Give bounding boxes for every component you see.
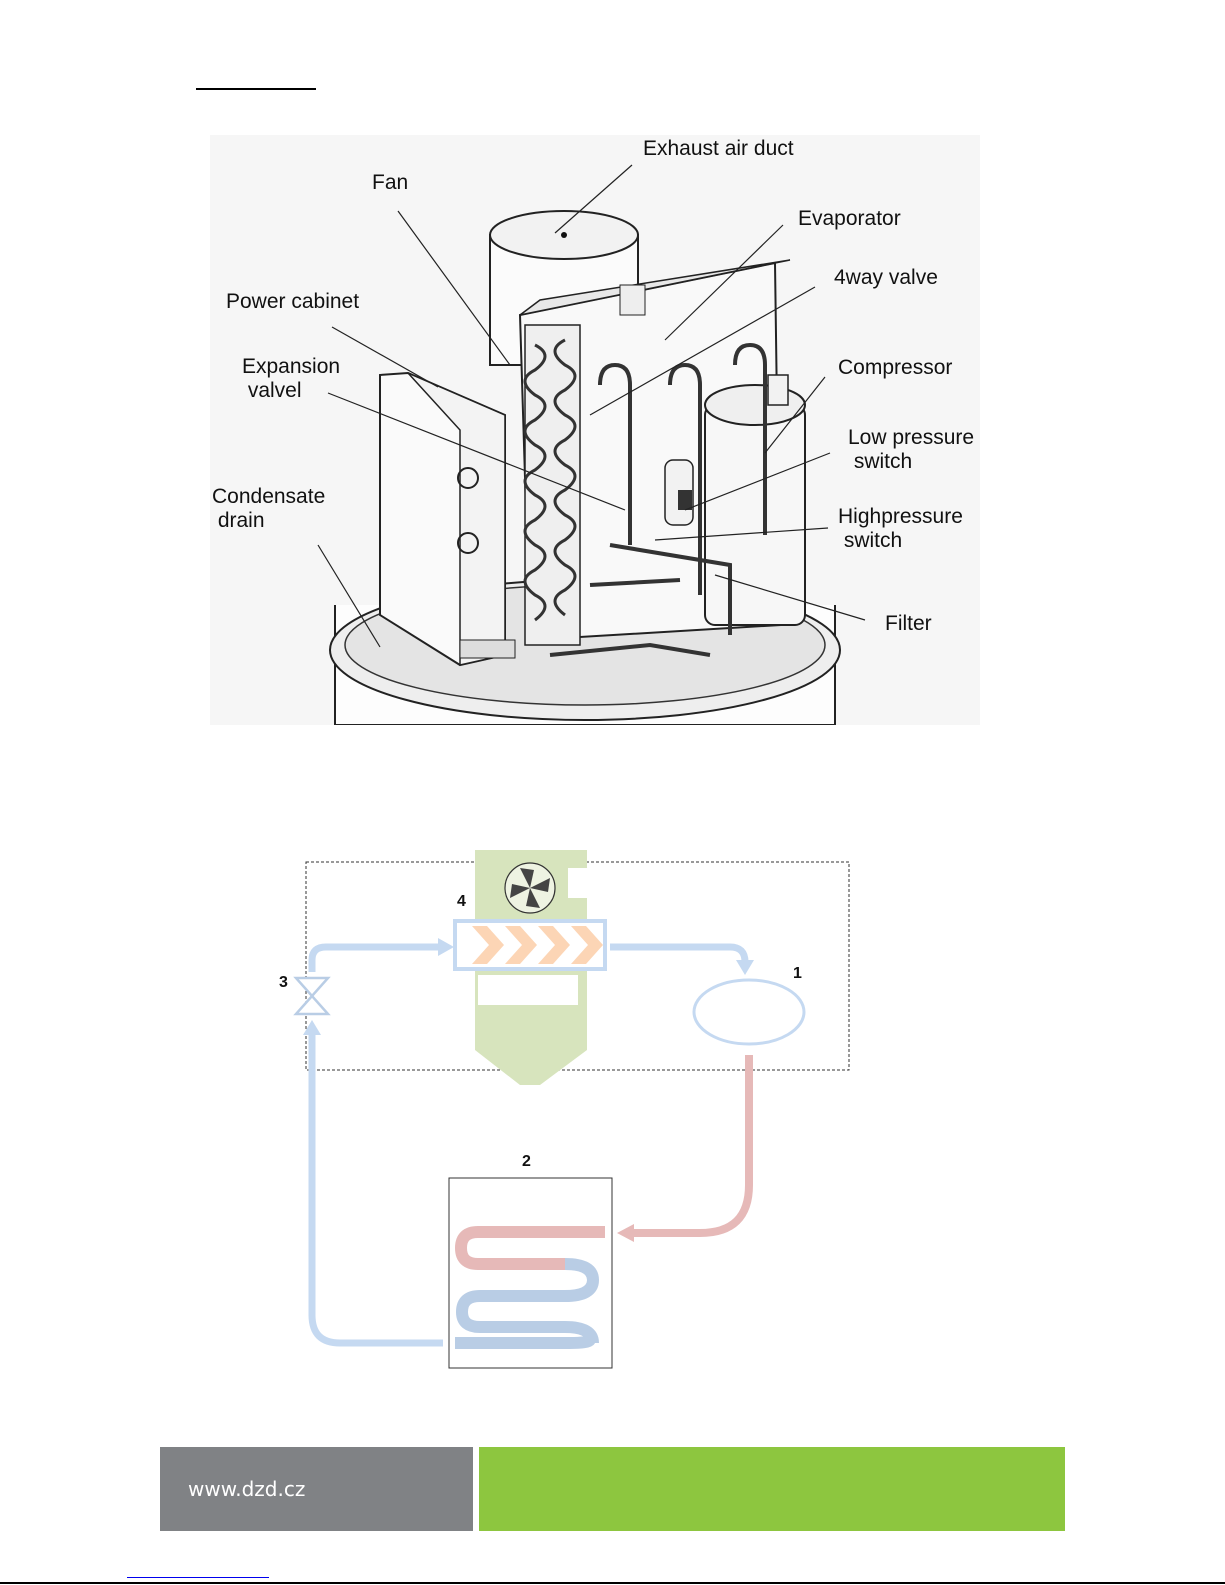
footer-url[interactable]: www.dzd.cz <box>188 1477 305 1501</box>
label-number-1: 1 <box>793 965 802 983</box>
label-number-2: 2 <box>522 1153 531 1171</box>
footer-grey-bar: www.dzd.cz <box>160 1447 473 1531</box>
bottom-link-underline <box>127 1577 269 1578</box>
label-number-4: 4 <box>457 893 466 911</box>
compressor-shape <box>694 980 804 1044</box>
bottom-rule <box>0 1582 1225 1584</box>
expansion-valve-icon <box>296 978 328 1014</box>
duct-white-panel <box>478 975 578 1005</box>
label-number-3: 3 <box>279 974 288 992</box>
footer-green-bar <box>479 1447 1065 1531</box>
fan-icon <box>505 863 555 913</box>
